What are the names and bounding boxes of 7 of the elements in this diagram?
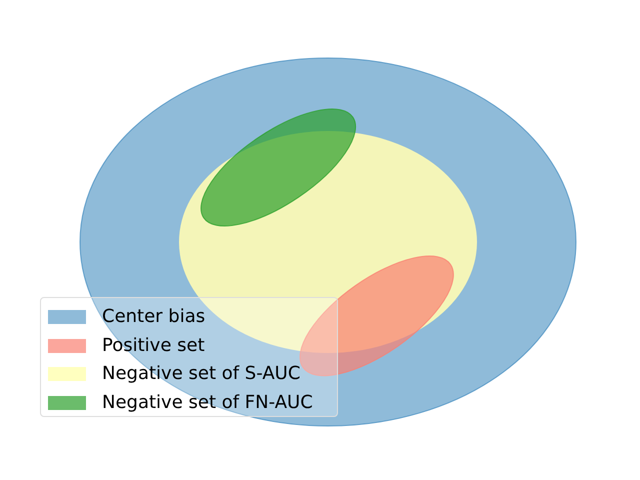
lower-ellipse <box>300 256 454 376</box>
legend-label: Center bias <box>102 306 206 328</box>
legend-label: Positive set <box>102 334 205 357</box>
legend-label: Negative set of FN-AUC <box>102 392 313 414</box>
outer-ellipse <box>80 58 576 426</box>
legend-label: Negative set of S-AUC <box>102 363 300 386</box>
upper-ellipse <box>200 109 356 226</box>
